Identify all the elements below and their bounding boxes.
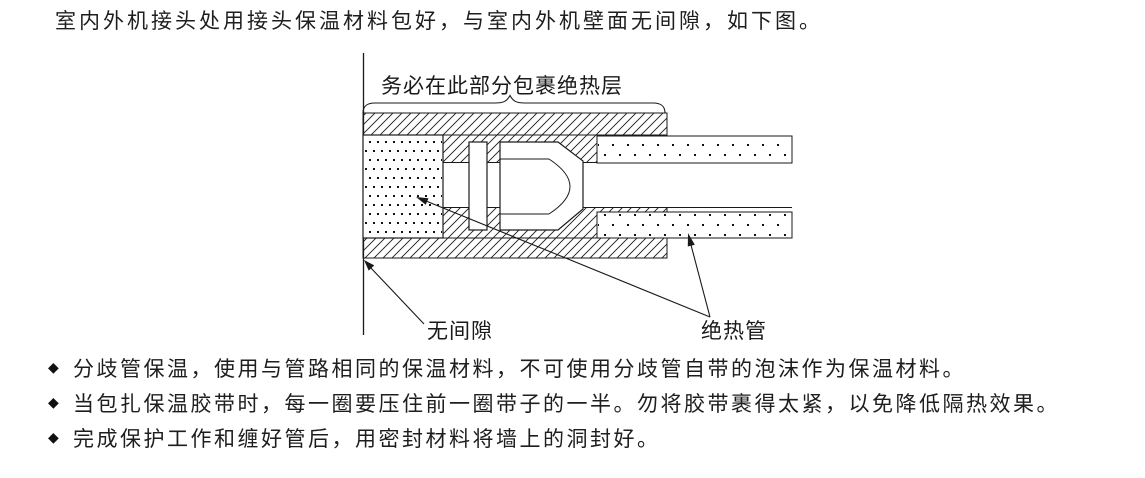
- diamond-bullet-icon: ◆: [48, 430, 59, 446]
- diamond-bullet-icon: ◆: [48, 360, 59, 376]
- insulation-pipe-label: 绝热管: [701, 319, 767, 343]
- insulation-tube-lower: [596, 211, 793, 239]
- pipe-flange: [468, 141, 488, 231]
- bullet-text: 分歧管保温，使用与管路相同的保温材料，不可使用分歧管自带的泡沫作为保温材料。: [73, 357, 966, 381]
- list-item: ◆ 分歧管保温，使用与管路相同的保温材料，不可使用分歧管自带的泡沫作为保温材料。: [48, 355, 1060, 381]
- diagram-canvas: 务必在此部分包裹绝热层 无间隙 绝热管: [362, 53, 793, 343]
- joint-insulation-block: [362, 134, 444, 239]
- bullet-text: 完成保护工作和缠好管后，用密封材料将墙上的洞封好。: [73, 427, 661, 451]
- insulation-tube-upper: [596, 135, 793, 164]
- intro-paragraph: 室内外机接头处用接头保温材料包好，与室内外机壁面无间隙，如下图。: [55, 9, 823, 33]
- bullet-list: ◆ 分歧管保温，使用与管路相同的保温材料，不可使用分歧管自带的泡沫作为保温材料。…: [48, 355, 1060, 460]
- wrap-area-label: 务必在此部分包裹绝热层: [381, 74, 623, 98]
- list-item: ◆ 当包扎保温胶带时，每一圈要压住前一圈带子的一半。勿将胶带裹得太紧，以免降低隔…: [48, 390, 1060, 416]
- insulation-tube-leader-arrows: [416, 197, 711, 318]
- bullet-text: 当包扎保温胶带时，每一圈要压住前一圈带子的一半。勿将胶带裹得太紧，以免降低隔热效…: [73, 392, 1060, 416]
- no-gap-label: 无间隙: [427, 319, 493, 343]
- no-gap-leader-arrow: [364, 260, 425, 325]
- wrap-area-brace: [362, 94, 666, 114]
- flare-nut: [499, 141, 584, 231]
- refrigerant-pipe: [443, 162, 792, 208]
- list-item: ◆ 完成保护工作和缠好管后，用密封材料将墙上的洞封好。: [48, 425, 1060, 451]
- diamond-bullet-icon: ◆: [48, 395, 59, 411]
- top-insulation-bar: [362, 112, 668, 136]
- bottom-insulation-bar: [362, 237, 668, 259]
- pipe-insulation-diagram: 务必在此部分包裹绝热层 无间隙 绝热管: [340, 40, 1145, 350]
